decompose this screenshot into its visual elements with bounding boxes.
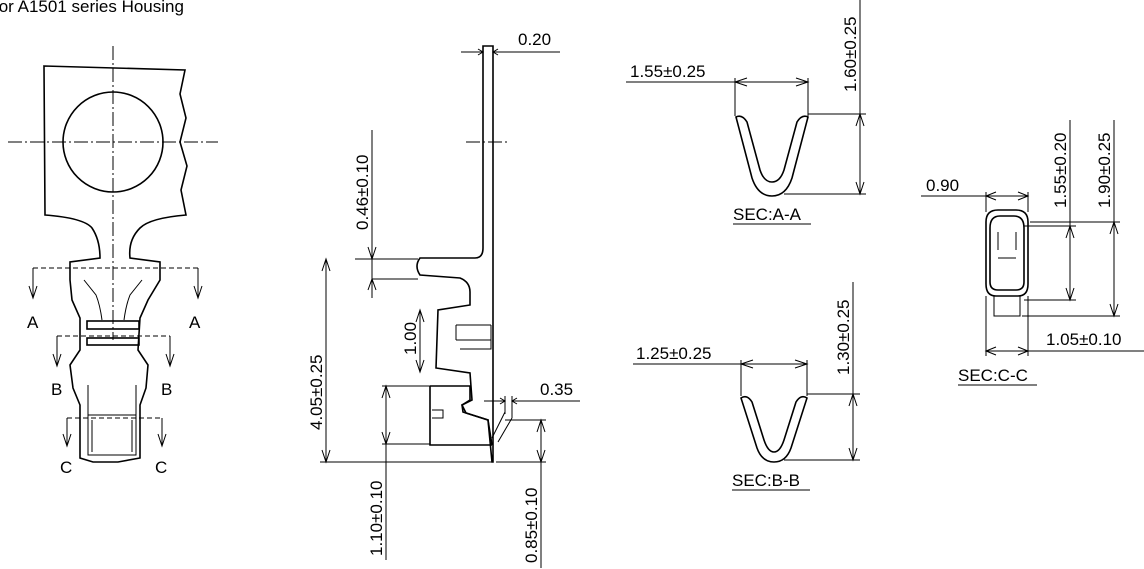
arrow-a-left: [28, 268, 38, 300]
section-cc-label: SEC:C-C: [958, 366, 1028, 385]
front-view: A A B B C C: [8, 46, 218, 477]
dim-tab-height: 0.46±0.10: [353, 154, 372, 230]
arrow-b-right: [165, 336, 175, 368]
label-b-left: B: [51, 380, 62, 399]
dim-bottom-lower-lines: [381, 384, 430, 560]
arrow-a-right: [193, 268, 203, 300]
side-view-slot-detail: [455, 324, 492, 350]
label-b-right: B: [161, 380, 172, 399]
section-aa: 1.55±0.25 1.60±0.25 SEC:A-A: [626, 0, 866, 225]
dim-aa-height: 1.60±0.25: [841, 16, 860, 92]
front-view-outline: [43, 65, 188, 463]
section-cc-detail: [993, 232, 1021, 317]
label-c-left: C: [60, 458, 72, 477]
side-view-outline: [416, 45, 494, 463]
dim-cc-outer-height-lines: [1022, 120, 1120, 318]
drawing-title: for A1501 series Housing: [0, 0, 184, 16]
arrow-b-left: [52, 336, 62, 368]
front-view-barrel-inner: [87, 385, 137, 456]
dim-cc-top-width: 0.90: [926, 176, 959, 195]
dim-aa-width: 1.55±0.25: [630, 62, 706, 81]
dim-cc-inner-height-lines: [1024, 120, 1076, 302]
section-cc: 0.90 1.55±0.20 1.90±0.25 1.05±0.10 SEC:C…: [921, 120, 1144, 386]
dim-lance: 0.35: [540, 380, 573, 399]
dim-aa-width-lines: [626, 77, 810, 116]
dim-bb-height: 1.30±0.25: [834, 299, 853, 375]
section-bb-profile: [740, 395, 808, 463]
front-view-barrel-band: [86, 320, 140, 330]
section-cc-outer: [985, 209, 1029, 297]
section-aa-label: SEC:A-A: [733, 205, 802, 224]
dim-bb-width: 1.25±0.25: [636, 344, 712, 363]
dim-tip-height-lines: [496, 418, 546, 568]
front-view-barrel-band: [86, 337, 140, 346]
arrow-c-left: [62, 418, 72, 448]
dim-total-height: 4.05±0.25: [307, 354, 326, 430]
side-view-lower-body: [429, 385, 493, 446]
dim-tab-height-lines: [355, 130, 418, 298]
section-bb-label: SEC:B-B: [732, 471, 800, 490]
dim-slot-lines: [415, 308, 425, 374]
dim-bottom-lower: 1.10±0.10: [367, 480, 386, 556]
section-aa-profile: [735, 115, 809, 197]
dim-total-height-lines: [320, 257, 492, 464]
dim-cc-outer-height: 1.90±0.25: [1095, 132, 1114, 208]
dim-cc-top-width-lines: [921, 191, 1030, 212]
dim-aa-height-lines: [784, 0, 866, 196]
label-a-right: A: [189, 313, 201, 332]
front-view-waist-detail: [83, 279, 143, 321]
dim-cc-bottom-width-lines: [984, 296, 1144, 356]
section-cc-inner: [989, 215, 1025, 291]
dim-cc-bottom-width: 1.05±0.10: [1046, 330, 1122, 349]
dim-thickness: 0.20: [518, 30, 551, 49]
dim-lance-lines: [484, 396, 580, 418]
dim-slot: 1.00: [401, 322, 420, 355]
side-view: 0.20 0.46±0.10 4.05±0.25 1.00 0.35 1.10±…: [307, 30, 580, 568]
dim-cc-inner-height: 1.55±0.20: [1051, 132, 1070, 208]
dim-thickness-lines: [461, 46, 560, 64]
dim-bb-height-lines: [784, 282, 860, 462]
label-c-right: C: [155, 458, 167, 477]
arrow-c-right: [157, 418, 167, 448]
side-view-lance: [432, 409, 513, 443]
label-a-left: A: [27, 313, 39, 332]
section-bb: 1.25±0.25 1.30±0.25 SEC:B-B: [633, 282, 860, 491]
dim-bb-width-lines: [633, 359, 809, 396]
dim-tip-height: 0.85±0.10: [522, 487, 541, 563]
